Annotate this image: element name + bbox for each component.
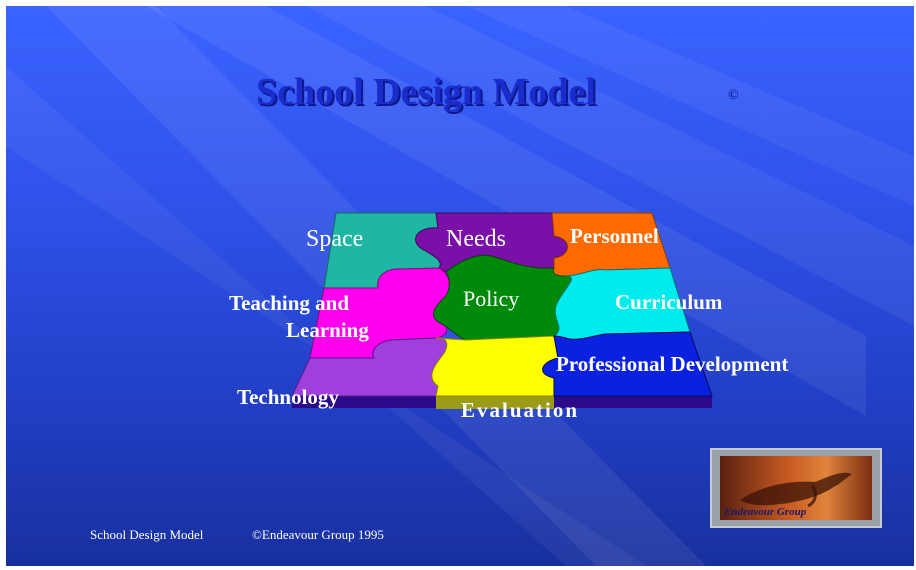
label-curriculum: Curriculum [615,290,723,314]
label-space: Space [306,226,364,252]
endeavour-logo: Endeavour Group [710,448,882,528]
board-edge-evaluation [436,396,554,409]
label-policy: Policy [463,286,520,311]
slide-title: School Design Model [256,71,596,113]
puzzle-diagram [291,212,713,409]
kangaroo-icon [740,472,852,508]
copyright-mark: © [728,88,739,103]
label-evaluation: Evaluation [461,398,580,422]
label-needs: Needs [446,226,506,252]
logo-text: Endeavour Group [724,506,807,518]
logo-image: Endeavour Group [720,456,872,520]
label-professional-development: Professional Development [556,352,789,376]
label-personnel: Personnel [570,224,659,248]
puzzle-piece-professional-development [542,331,713,397]
label-learning: Learning [286,318,369,342]
slide: School Design Model © Space Needs Person… [6,6,914,566]
label-technology: Technology [237,385,339,409]
footer-title: School Design Model [90,527,204,542]
label-teaching: Teaching and [229,291,350,315]
puzzle-piece-evaluation [431,335,559,397]
footer-copyright: ©Endeavour Group 1995 [252,527,384,542]
